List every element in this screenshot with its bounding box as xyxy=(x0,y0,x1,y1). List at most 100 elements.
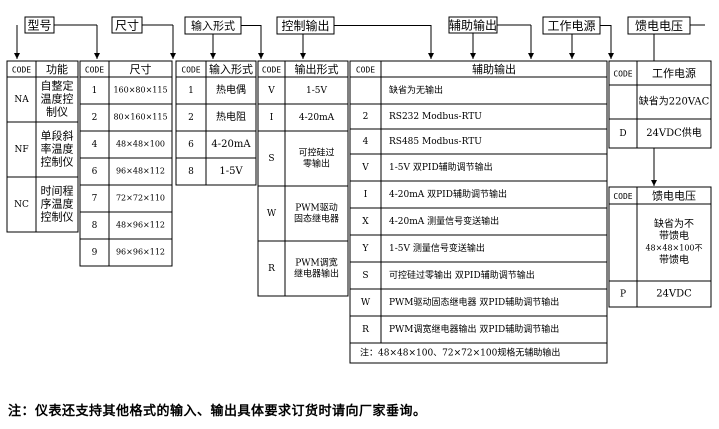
header-input: 输入形式 xyxy=(184,16,242,35)
row-text: 72×72×110 xyxy=(116,194,165,203)
table-size-code-header: CODE xyxy=(85,66,104,75)
row-text: 1-5V 测量信号变送输出 xyxy=(389,242,485,254)
row-text: 1-5V 双PID辅助调节输出 xyxy=(389,161,493,173)
row-text: 80×160×115 xyxy=(113,113,167,122)
row-text: 零输出 xyxy=(303,158,330,170)
row-text: 带馈电 xyxy=(659,229,689,242)
table-size-row: 7 72×72×110 xyxy=(80,194,172,213)
row-code: NA xyxy=(14,95,29,105)
row-text: 继电器输出 xyxy=(294,268,339,280)
row-text: 缺省为无输出 xyxy=(389,84,443,96)
row-code: 7 xyxy=(92,194,98,204)
table-feed-code-header: CODE xyxy=(613,192,632,201)
header-control: 控制输出 xyxy=(276,16,335,35)
row-text: 自整定 xyxy=(41,79,74,93)
row-text: 率温度 xyxy=(41,142,74,156)
table-size-row: 2 80×160×115 xyxy=(80,113,172,132)
header-aux: 辅助输出 xyxy=(448,16,498,34)
table-control-row: R PWM调宽继电器输出 xyxy=(258,257,348,297)
header-aux-label: 辅助输出 xyxy=(449,18,497,33)
table-aux-footnote: 注：48×48×100、72×72×100规格无辅助输出 xyxy=(360,347,560,359)
header-control-label: 控制输出 xyxy=(281,18,329,33)
row-text: PWM调宽 xyxy=(295,257,338,269)
table-feed-title-header: 馈电电压 xyxy=(652,190,696,203)
row-code: S xyxy=(362,271,368,281)
row-code: D xyxy=(619,129,626,139)
row-code: 2 xyxy=(363,112,369,122)
row-text: PWM驱动固态继电器 双PID辅助调节输出 xyxy=(389,296,559,308)
row-text: 控制仪 xyxy=(41,155,74,169)
table-aux-row: R PWM调宽继电器输出 双PID辅助调节输出 xyxy=(350,323,607,344)
row-text: 4-20mA 双PID辅助调节输出 xyxy=(389,188,507,200)
row-code: R xyxy=(268,264,275,274)
row-text: 96×96×112 xyxy=(116,248,165,257)
row-code: 2 xyxy=(92,113,98,123)
header-size-label: 尺寸 xyxy=(115,19,139,33)
row-code: V xyxy=(267,86,275,96)
row-code: I xyxy=(364,190,368,200)
row-text: 可控硅过 xyxy=(298,147,334,159)
table-power-row: 缺省为220VAC xyxy=(609,95,711,120)
row-text: 160×80×115 xyxy=(113,86,167,95)
header-model: 型号 xyxy=(24,16,55,34)
row-code: NF xyxy=(14,145,28,155)
row-code: 8 xyxy=(92,221,98,231)
row-text: 温度控 xyxy=(41,92,74,106)
table-input-code-header: CODE xyxy=(181,66,200,75)
row-code: 9 xyxy=(92,248,98,258)
table-aux-title-header: 辅助输出 xyxy=(472,62,516,76)
table-input-row: 8 1-5V xyxy=(176,166,256,186)
row-code: R xyxy=(362,325,369,335)
table-aux-row: 缺省为无输出 xyxy=(350,84,607,105)
row-text: 4-20mA xyxy=(211,139,251,150)
table-model-code-header: CODE xyxy=(12,66,31,75)
row-code: Y xyxy=(362,244,370,254)
row-code: 8 xyxy=(188,167,194,177)
row-text: 制仪 xyxy=(46,106,68,119)
row-text: 48×48×100不 xyxy=(645,244,702,253)
row-text: 单段斜 xyxy=(41,129,74,143)
header-power: 工作电源 xyxy=(542,16,601,35)
header-feed-label: 馈电电压 xyxy=(635,19,683,33)
row-text: 带馈电 xyxy=(659,253,689,266)
row-text: 48×96×112 xyxy=(116,221,165,230)
row-text: 时间程 xyxy=(41,185,74,198)
header-size: 尺寸 xyxy=(111,16,143,34)
table-input-title-header: 输入形式 xyxy=(209,62,253,76)
row-text: 固态继电器 xyxy=(294,213,339,225)
row-text: 1-5V xyxy=(219,166,243,177)
row-code: V xyxy=(361,163,369,173)
row-text: 48×48×100 xyxy=(116,140,165,149)
row-text: 1-5V xyxy=(306,86,327,96)
row-text: 缺省为不 xyxy=(654,217,694,230)
row-text: PWM调宽继电器输出 双PID辅助调节输出 xyxy=(389,323,559,335)
row-text: PWM驱动 xyxy=(295,203,338,214)
table-aux-row: V 1-5V 双PID辅助调节输出 xyxy=(350,161,607,182)
table-power-title-header: 工作电源 xyxy=(652,66,696,80)
row-code: I xyxy=(270,113,274,123)
row-code: X xyxy=(362,217,369,227)
row-text: 控制仪 xyxy=(41,210,74,224)
row-code: 4 xyxy=(363,137,369,147)
row-text: RS232 Modbus-RTU xyxy=(389,112,482,122)
row-text: 缺省为220VAC xyxy=(639,95,710,108)
row-text: 序温度 xyxy=(41,197,74,211)
table-size-row: 8 48×96×112 xyxy=(80,221,172,240)
